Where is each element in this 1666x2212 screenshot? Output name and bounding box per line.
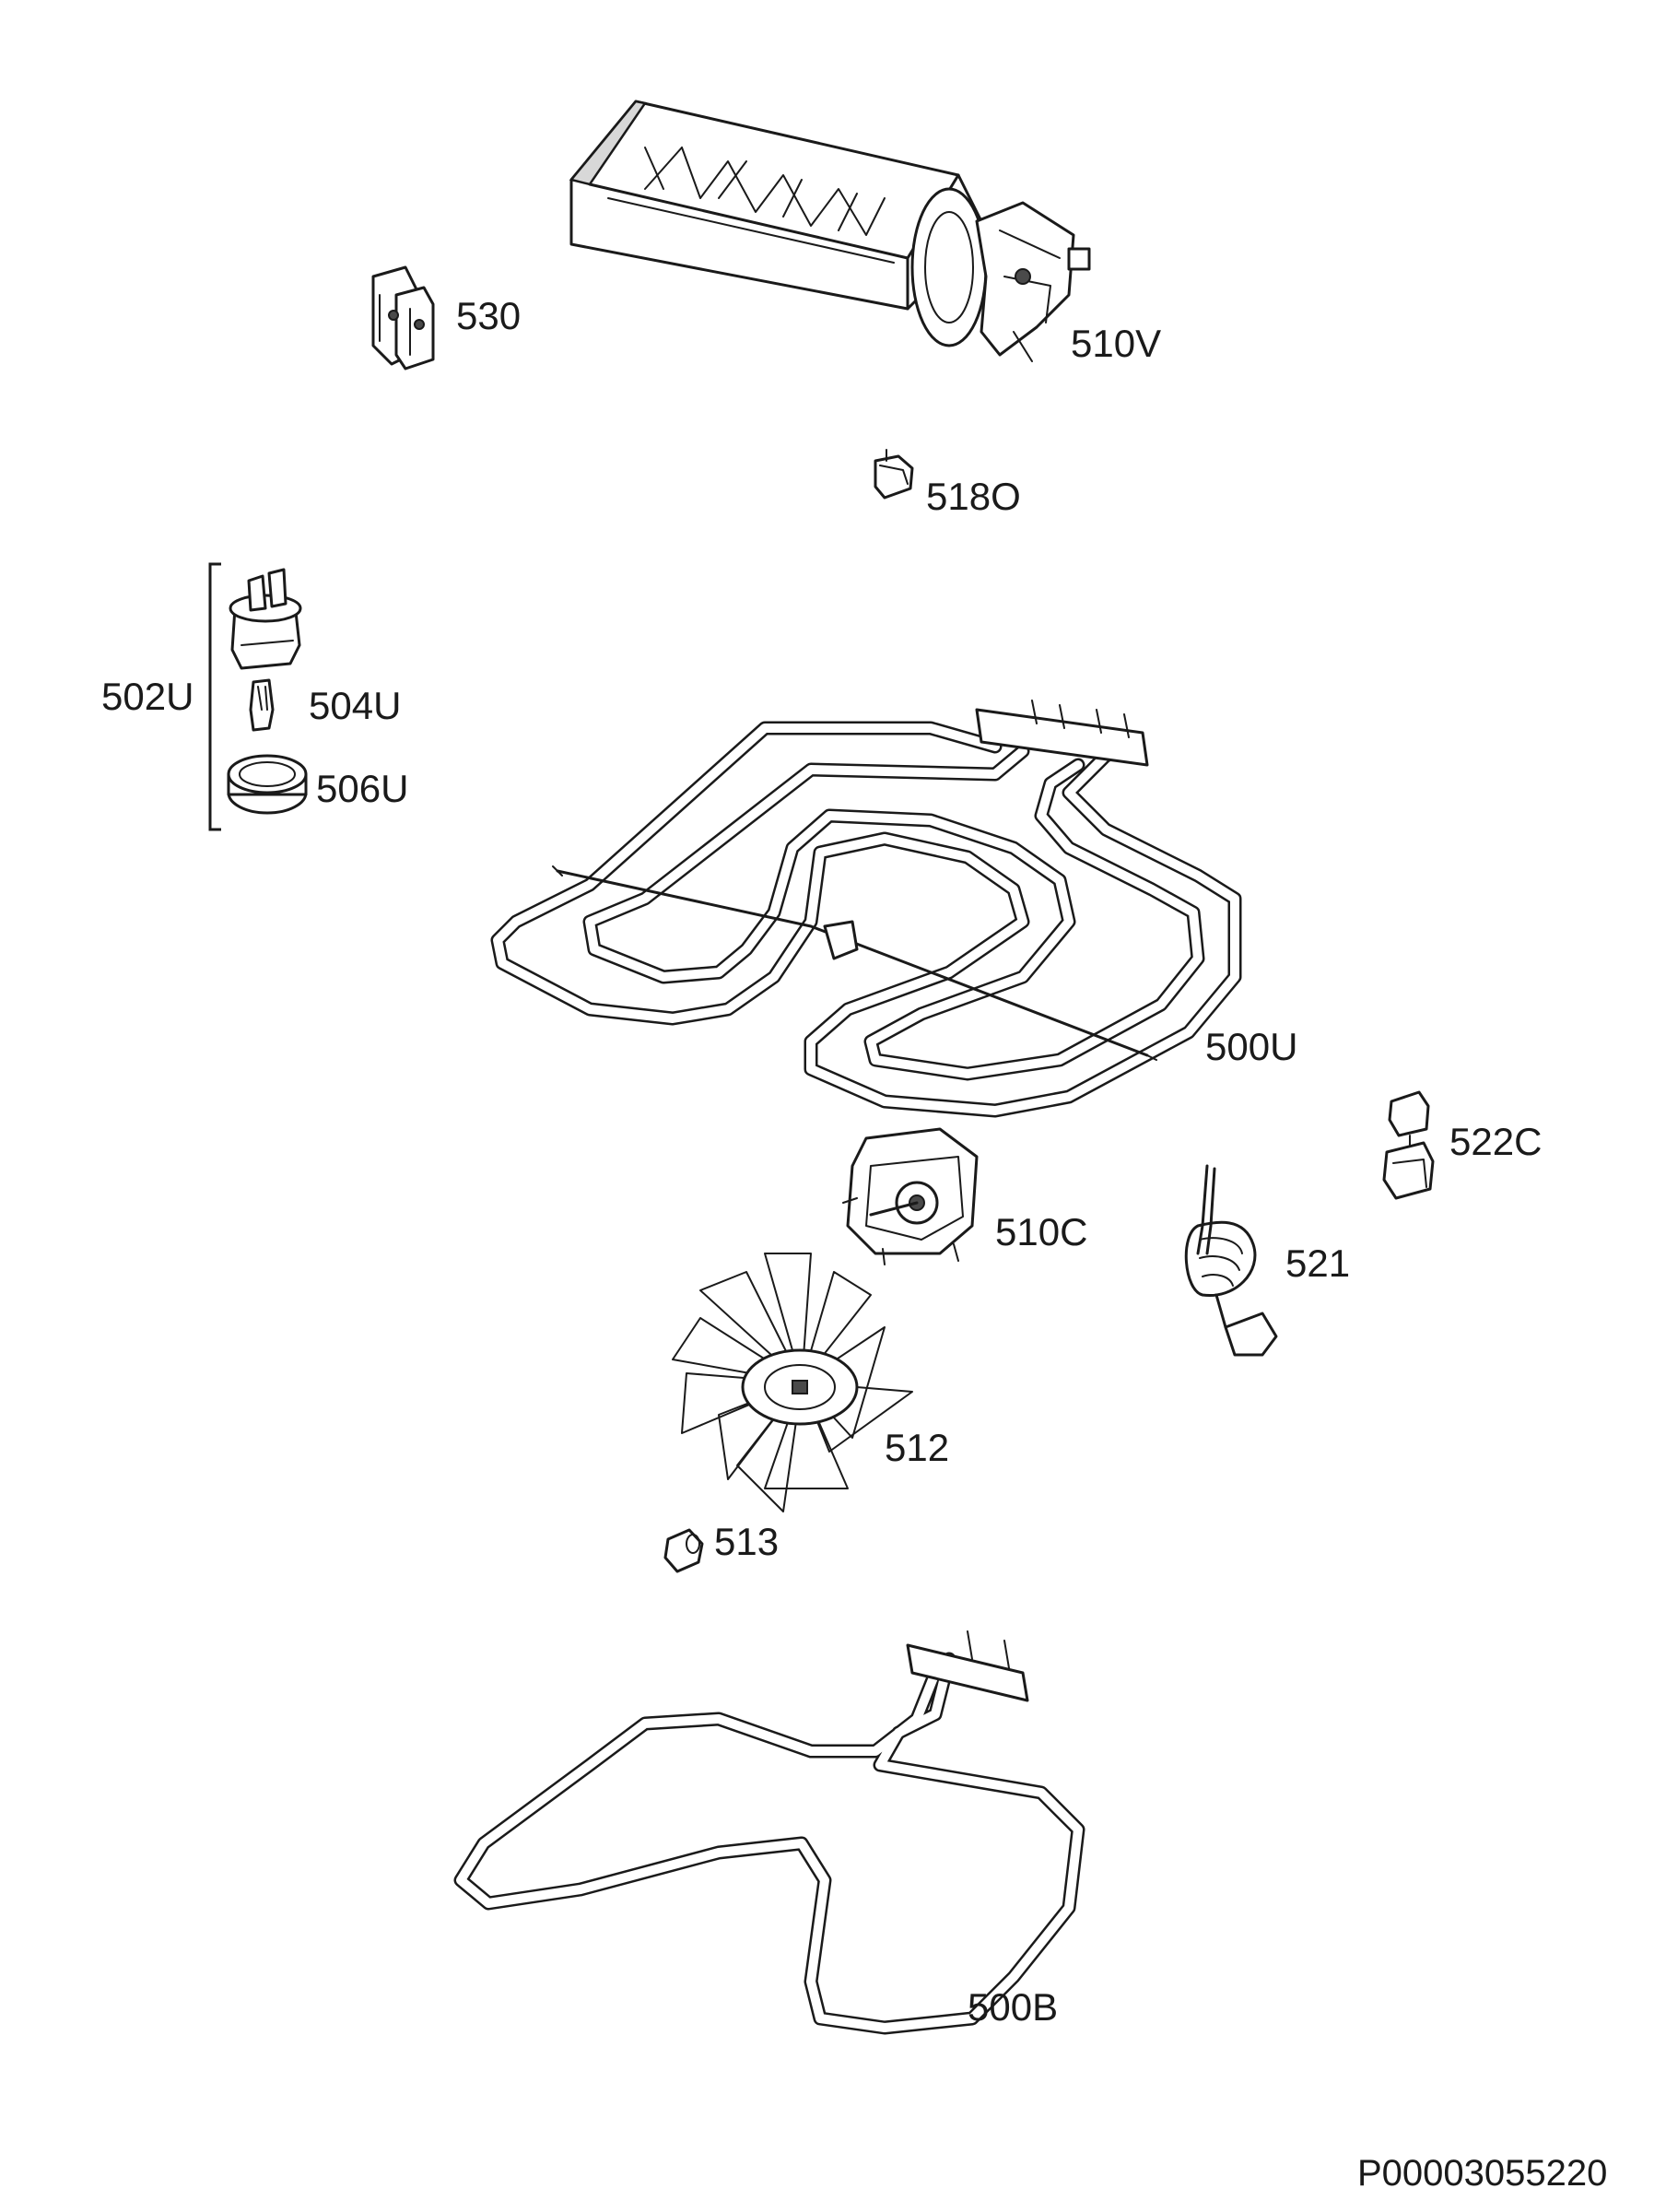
part-label-502u: 502U [101,675,194,718]
convection-fan-motor-510c [842,1127,979,1265]
part-label-510c: 510C [995,1210,1088,1253]
fan-nut-513 [663,1528,704,1573]
part-label-530: 530 [456,294,522,337]
lamp-socket-502u [229,568,302,670]
connector-530 [371,265,435,371]
group-bracket-502u [208,562,221,831]
part-label-504u: 504U [309,684,402,727]
clip-518o [874,449,914,500]
part-label-521: 521 [1285,1241,1351,1285]
part-label-513: 513 [714,1520,780,1563]
part-label-500b: 500B [968,1985,1059,2029]
lamp-bulb-504u [249,678,275,732]
part-label-512: 512 [885,1426,950,1469]
part-label-522c: 522C [1449,1120,1543,1163]
part-label-518o: 518O [926,475,1021,518]
part-label-510v: 510V [1071,322,1162,365]
drawing-code: P00003055220 [1357,2153,1608,2194]
thermostat-522c [1382,1090,1435,1200]
tangential-fan-assembly-510v [569,100,1091,362]
part-label-500u: 500U [1205,1025,1298,1068]
part-label-506u: 506U [316,767,409,810]
temperature-sensor-521 [1184,1164,1278,1357]
lamp-cover-506u [227,754,308,815]
lower-heating-element-500b [453,1630,1085,2035]
upper-heating-element-500u [490,700,1242,1118]
fan-blade-512 [672,1253,913,1512]
